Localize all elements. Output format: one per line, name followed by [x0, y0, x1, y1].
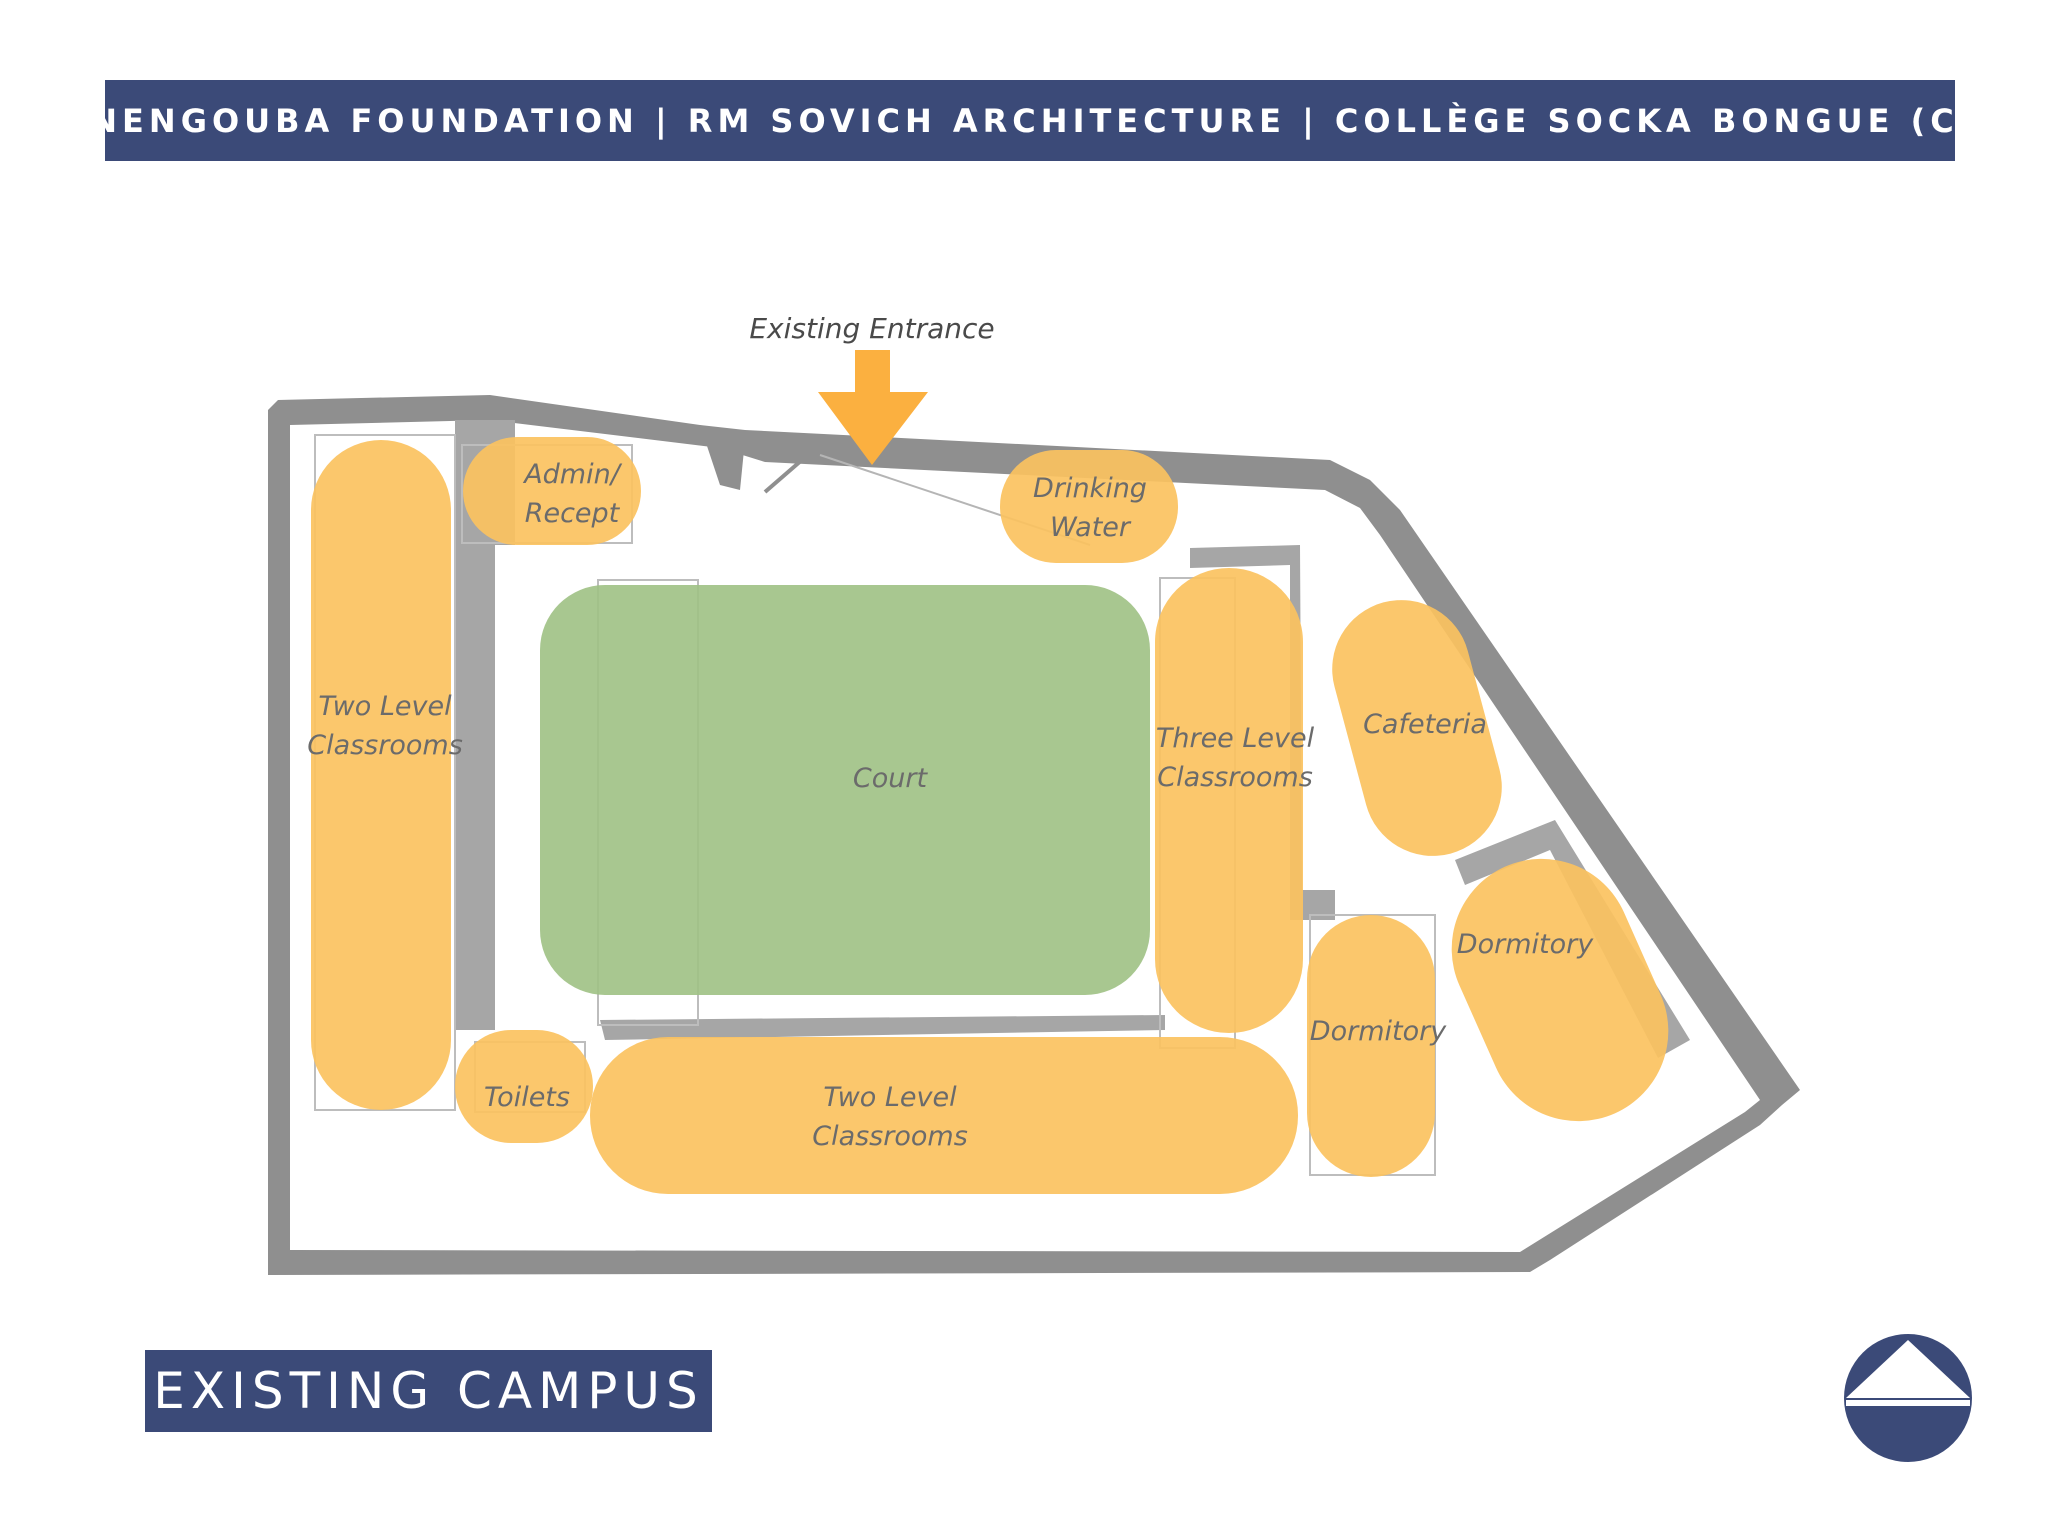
label-drinking-1: Drinking — [1033, 473, 1147, 504]
label-two-level-west-1: Two Level — [318, 691, 452, 722]
label-cafeteria: Cafeteria — [1363, 709, 1487, 740]
triangle-in-circle-logo — [1844, 1334, 1972, 1462]
label-two-level-west-2: Classrooms — [307, 730, 463, 761]
label-dormitory-center: Dormitory — [1310, 1016, 1447, 1047]
building-toilets — [455, 1030, 593, 1143]
building-two-level-west — [311, 440, 451, 1110]
west-corridor-wall — [455, 530, 495, 1030]
building-three-level — [1155, 568, 1303, 1033]
page-title-box: EXISTING CAMPUS — [145, 1350, 712, 1432]
label-three-level-2: Classrooms — [1157, 762, 1313, 793]
entrance-arrow-icon — [818, 350, 928, 465]
label-admin-1: Admin/ — [522, 459, 623, 490]
label-toilets: Toilets — [484, 1082, 570, 1113]
label-drinking-2: Water — [1050, 512, 1132, 543]
entrance-gate-line — [763, 438, 827, 494]
header-text: MANENGOUBA FOUNDATION | RM SOVICH ARCHIT… — [23, 101, 2037, 140]
label-two-level-south-2: Classrooms — [812, 1121, 968, 1152]
label-two-level-south-1: Two Level — [823, 1082, 957, 1113]
building-drinking-water — [1000, 450, 1178, 563]
building-admin — [463, 437, 641, 545]
label-three-level-1: Three Level — [1156, 723, 1315, 754]
boundary-wall — [268, 395, 1800, 1275]
building-dormitory-center — [1307, 915, 1435, 1177]
label-court: Court — [853, 763, 929, 794]
court-area — [540, 585, 1150, 995]
entrance-gate-left — [700, 425, 745, 490]
label-dormitory-east: Dormitory — [1457, 929, 1594, 960]
page-title: EXISTING CAMPUS — [153, 1362, 704, 1420]
south-wall — [600, 1015, 1165, 1040]
building-two-level-south — [590, 1037, 1298, 1194]
label-admin-2: Recept — [525, 498, 621, 529]
header-bar: MANENGOUBA FOUNDATION | RM SOVICH ARCHIT… — [24, 80, 2031, 161]
building-dormitory-east — [1451, 858, 1669, 1122]
building-cafeteria — [1332, 600, 1502, 856]
label-entrance: Existing Entrance — [749, 312, 994, 345]
